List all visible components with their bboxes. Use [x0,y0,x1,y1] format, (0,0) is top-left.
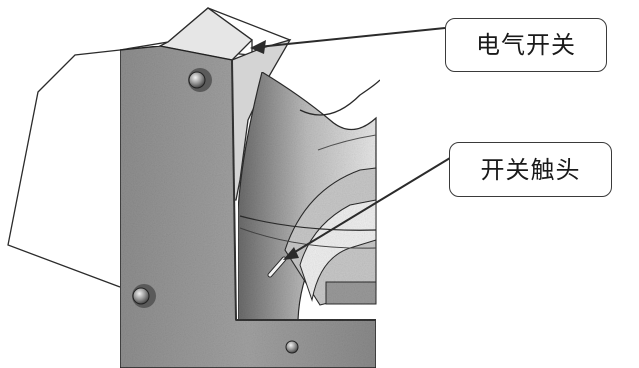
contact-drum [237,71,381,321]
callout-switch-contact: 开关触头 [449,142,612,197]
leader-arrow-electric-switch [250,27,446,54]
switch-contact-tip [267,256,287,278]
callout-electric-switch: 电气开关 [445,18,607,72]
bolt-icon [132,284,156,308]
bolt-icon [188,68,212,92]
callout-label: 电气开关 [476,31,576,59]
callout-label: 开关触头 [480,155,581,184]
leader-arrow-switch-contact [283,157,451,260]
mounting-plate [119,45,377,368]
bolt-icon [285,340,299,354]
